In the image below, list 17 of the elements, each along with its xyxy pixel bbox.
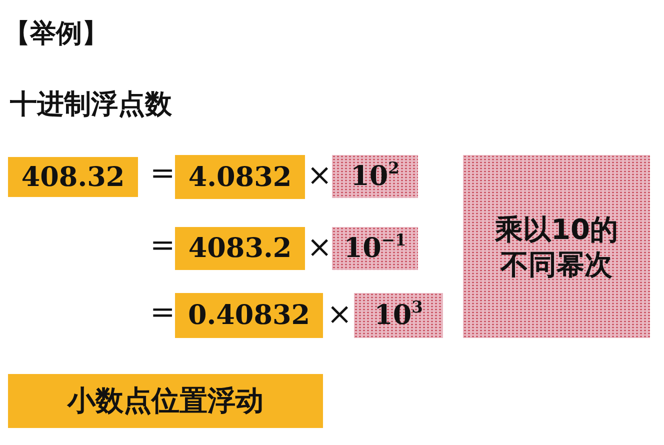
times-sign: × [307, 158, 332, 193]
mantissa-box: 4083.2 [175, 227, 305, 270]
mantissa-box: 0.40832 [175, 293, 323, 338]
equals-sign: = [150, 295, 176, 330]
mantissa-box: 4.0832 [175, 155, 305, 199]
conclusion-box: 小数点位置浮动 [8, 374, 323, 428]
subtitle: 十进制浮点数 [10, 88, 172, 122]
slide-title: 【举例】 [4, 18, 108, 51]
number-box: 408.32 [8, 157, 138, 197]
power-box: 10$^{3}$ [354, 293, 443, 338]
equals-sign: = [150, 228, 176, 263]
equals-sign: = [150, 156, 176, 191]
times-sign: × [327, 297, 352, 332]
note-box: 乘以10的不同幂次 [463, 155, 650, 338]
times-sign: × [307, 230, 332, 265]
power-box: 10$^{−1}$ [332, 227, 418, 270]
power-box: 10$^{2}$ [332, 155, 418, 198]
